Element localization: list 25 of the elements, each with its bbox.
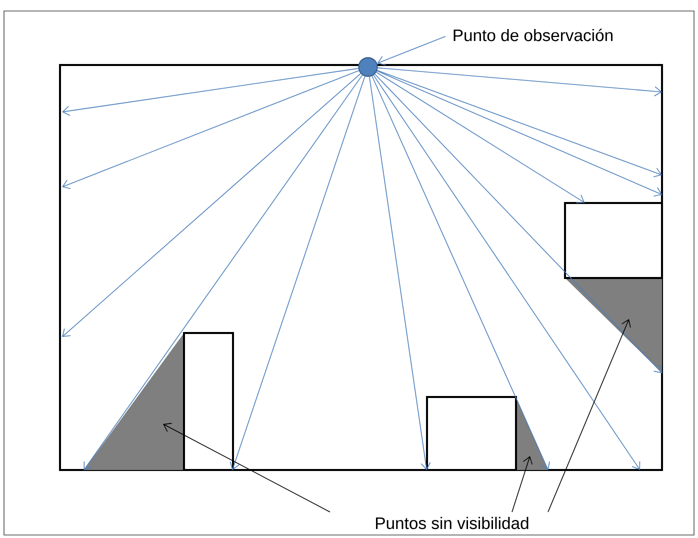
sight-ray: [230, 76, 366, 470]
obstacle-box: [426, 396, 517, 471]
obstacle-box: [183, 332, 234, 471]
sight-ray: [376, 70, 662, 178]
sight-ray: [62, 68, 359, 116]
sight-ray: [373, 74, 640, 470]
leader-arrow: [377, 36, 446, 66]
callout-text: Puntos sin visibilidad: [376, 516, 528, 530]
obstacle-box: [564, 202, 664, 279]
leader-arrow: [548, 318, 631, 512]
sight-ray: [84, 74, 363, 470]
callout-text: Punto de observación: [454, 28, 612, 42]
sight-ray: [376, 70, 662, 196]
sight-ray: [369, 76, 431, 470]
leader-arrow: [163, 422, 330, 512]
sight-ray: [62, 70, 360, 190]
sight-ray: [376, 72, 585, 204]
shadow-area: [565, 278, 662, 373]
leader-arrow: [512, 456, 533, 512]
sight-ray: [372, 76, 550, 470]
shadow-area: [84, 333, 184, 470]
sight-ray: [62, 73, 361, 337]
observation-point: [358, 57, 378, 77]
sight-ray: [374, 74, 662, 374]
sight-ray: [377, 67, 662, 96]
